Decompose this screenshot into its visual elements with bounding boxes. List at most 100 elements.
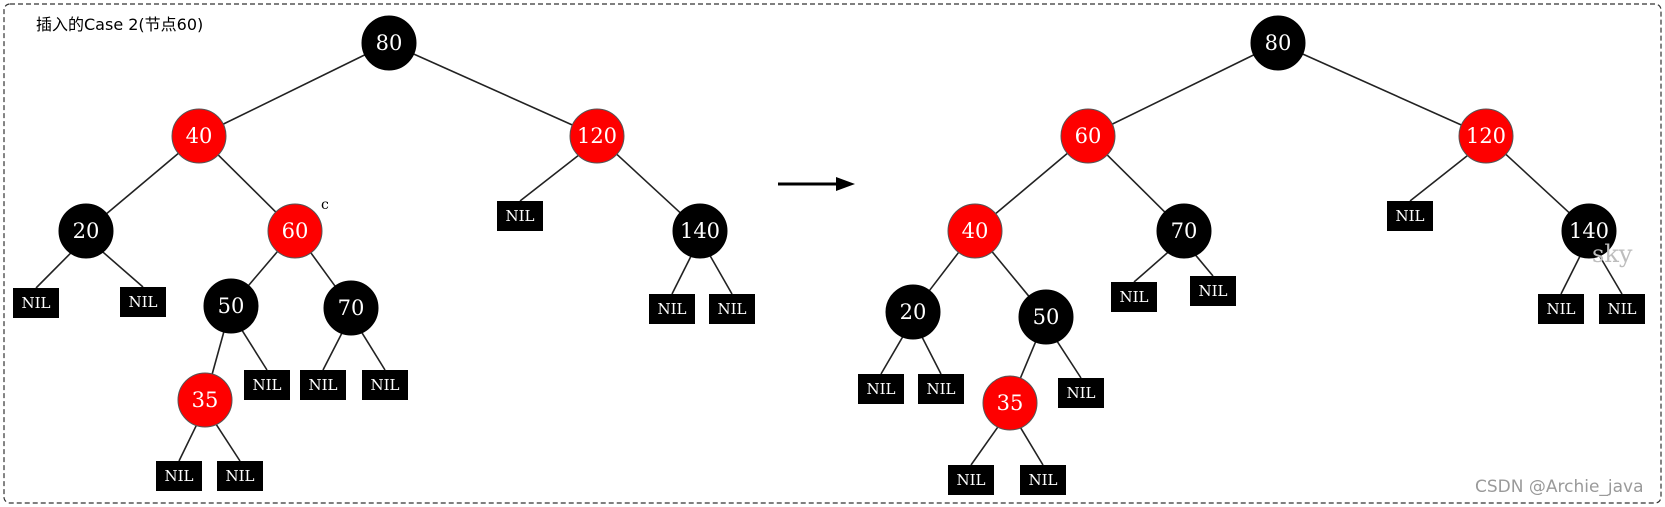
nil-box [1599,294,1645,324]
node-circle [58,203,114,259]
tree-edge-after [1560,256,1581,295]
tree-edge-before [102,251,144,288]
tree-edge-before [211,331,225,375]
nil-box [300,370,346,400]
tree-edge-before [322,333,343,371]
tree-edge-before [310,252,336,287]
tree-edge-after [1195,254,1214,277]
watermark: CSDN @Archie_java [1475,477,1644,497]
tree-edge-after [1111,54,1255,125]
tree-edge-after [991,251,1030,297]
node-label: 120 [1466,124,1506,148]
tree-edge-before [519,154,579,202]
nil-label: NIL [956,471,985,489]
nil-leaf-before: NIL [497,201,543,231]
nil-box [362,370,408,400]
nil-label: NIL [717,300,746,318]
node-circle [177,372,233,428]
edges-layer [35,53,1623,466]
nil-leaf-after: NIL [918,374,964,404]
tree-edge-before [413,53,573,126]
node-label: 50 [1033,305,1060,329]
tree-edge-before [222,54,366,125]
node-circle [569,108,625,164]
tree-node-after-140: 140 [1561,203,1617,259]
nil-label: NIL [225,467,254,485]
node-label: 40 [962,219,989,243]
node-label: 40 [186,124,213,148]
node-label: 80 [1265,31,1292,55]
tree-edge-after [1133,251,1169,283]
node-circle [323,280,379,336]
tree-edge-after [921,337,942,375]
tree-edge-before [35,252,72,289]
nil-leaf-before: NIL [244,370,290,400]
tree-edge-after [1302,53,1462,126]
nil-leaf-before: NIL [217,461,263,491]
node-circle [1060,108,1116,164]
node-circle [1250,15,1306,71]
tree-edge-after [1019,427,1044,466]
nil-label: NIL [1546,300,1575,318]
nil-label: NIL [1028,471,1057,489]
tree-edge-before [241,330,268,371]
nil-leaf-before: NIL [362,370,408,400]
nil-box [120,287,166,317]
nil-box [1058,378,1104,408]
tree-edge-before [215,424,241,462]
nil-label: NIL [308,376,337,394]
node-circle [361,15,417,71]
node-circle [1018,289,1074,345]
tree-edge-after [1598,255,1623,295]
node-label: 140 [1569,219,1609,243]
nil-leaf-before: NIL [709,294,755,324]
tree-edge-after [1019,341,1037,379]
nil-layer: NIL NIL NIL NIL NIL NIL NIL NIL NIL NIL NIL NIL NIL N… [13,201,1645,495]
nil-label: NIL [164,467,193,485]
tree-node-before-80: 80 [361,15,417,71]
nil-box [244,370,290,400]
nil-label: NIL [505,207,534,225]
tree-node-after-120: 120 [1458,108,1514,164]
node-circle [203,278,259,334]
tree-node-before-70: 70 [323,280,379,336]
nil-box [858,374,904,404]
arrow-right-icon [778,177,855,191]
nil-leaf-before: NIL [300,370,346,400]
node-label: 70 [1171,219,1198,243]
node-circle [947,203,1003,259]
nil-label: NIL [1395,207,1424,225]
nil-label: NIL [1198,282,1227,300]
node-label: 50 [218,294,245,318]
tree-edge-after [970,426,999,466]
nil-box [13,288,59,318]
nil-box [918,374,964,404]
node-circle [672,203,728,259]
tree-edge-after [1056,341,1082,379]
nil-leaf-after: NIL [1599,294,1645,324]
node-circle [171,108,227,164]
nil-box [709,294,755,324]
node-label: 20 [73,219,100,243]
node-label: 20 [900,300,927,324]
nil-leaf-after: NIL [948,465,994,495]
tree-edge-after [995,152,1068,215]
nil-label: NIL [866,380,895,398]
tree-edge-before [709,255,733,295]
tree-node-before-140: 140 [672,203,728,259]
tree-edge-before [217,154,277,213]
case-mark: c [321,197,329,213]
tree-edge-after [1409,154,1468,202]
nil-box [649,294,695,324]
node-circle [1561,203,1617,259]
nil-leaf-before: NIL [120,287,166,317]
node-label: 120 [577,124,617,148]
node-label: 140 [680,219,720,243]
nil-leaf-after: NIL [1387,201,1433,231]
node-label: 60 [282,219,309,243]
nil-leaf-after: NIL [1058,378,1104,408]
nil-leaf-before: NIL [649,294,695,324]
nil-label: NIL [926,380,955,398]
nil-box [1190,276,1236,306]
